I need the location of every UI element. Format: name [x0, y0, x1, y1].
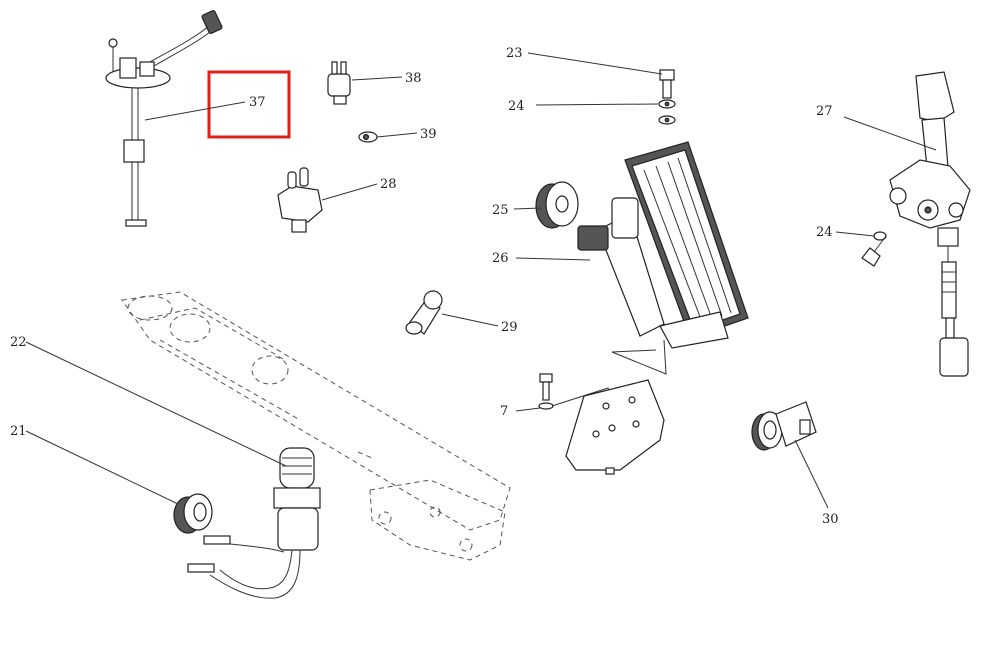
part-29-fitting[interactable]: [405, 290, 443, 335]
part-7-bolt[interactable]: [538, 373, 554, 410]
callout-37: 37: [249, 95, 266, 110]
callout-39: 39: [420, 127, 437, 142]
part-26-accelerator-pedal[interactable]: [577, 141, 749, 375]
callout-22: 22: [10, 335, 27, 350]
part-25-bumper[interactable]: [535, 181, 579, 229]
highlight-box-37[interactable]: [207, 70, 291, 139]
callout-26: 26: [492, 251, 509, 266]
callout-7: 7: [500, 404, 508, 419]
callout-23: 23: [506, 46, 523, 61]
part-24-bolt-right[interactable]: [861, 231, 887, 267]
callout-27: 27: [816, 104, 833, 119]
part-23-bolt[interactable]: [659, 69, 675, 99]
part-30-socket[interactable]: [751, 401, 817, 451]
part-28-pressure-switch[interactable]: [277, 167, 323, 233]
part-38-switch[interactable]: [327, 61, 351, 105]
mounting-plate[interactable]: [565, 379, 665, 475]
part-39-clip[interactable]: [358, 131, 378, 143]
dashed-frame-member: [121, 291, 511, 561]
callout-38: 38: [405, 71, 422, 86]
callout-28: 28: [380, 177, 397, 192]
part-27-shift-lever[interactable]: [889, 71, 971, 377]
callout-30: 30: [822, 512, 839, 527]
callout-29: 29: [501, 320, 518, 335]
callout-25: 25: [492, 203, 509, 218]
part-37-level-sender[interactable]: [105, 10, 223, 227]
part-21-grommet[interactable]: [173, 493, 213, 534]
callout-24-upper: 24: [508, 99, 525, 114]
callout-24-right: 24: [816, 225, 833, 240]
part-24-washer-upper[interactable]: [658, 99, 676, 125]
part-22-sensor[interactable]: [187, 447, 321, 599]
callout-21: 21: [10, 424, 27, 439]
